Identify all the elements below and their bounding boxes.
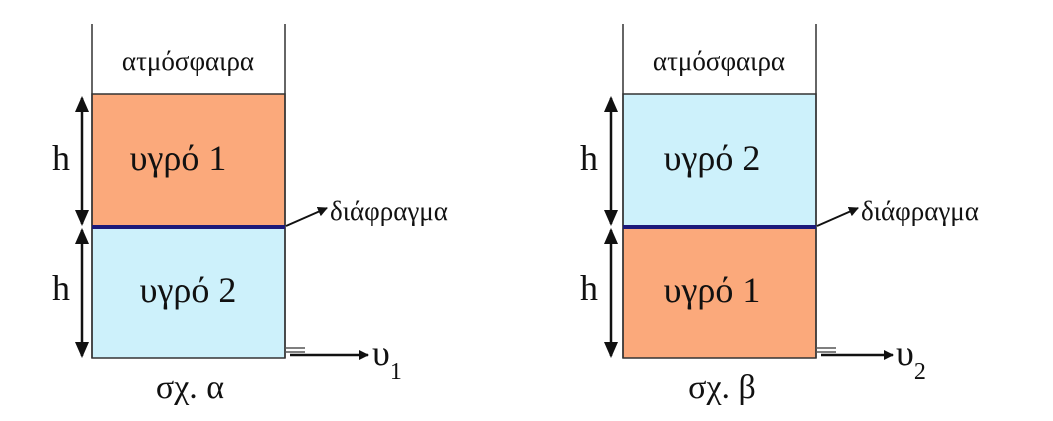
top-liquid-label: υγρό 1 xyxy=(130,138,227,178)
height-arrow-bottom xyxy=(604,228,618,358)
figure-b: ατμόσφαιρα υγρό 2 υγρό 1 h h διάφραγμα υ… xyxy=(580,24,979,406)
velocity-label: υ1 xyxy=(372,333,402,385)
height-label-bottom: h xyxy=(580,268,598,308)
bottom-liquid-label: υγρό 2 xyxy=(140,270,237,310)
outlet-pipe xyxy=(816,347,836,353)
figure-a: ατμόσφαιρα υγρό 1 υγρό 2 h h διάφραγμα υ… xyxy=(52,24,448,406)
height-label-top: h xyxy=(580,138,598,178)
height-arrow-top xyxy=(604,96,618,226)
height-label-bottom: h xyxy=(52,268,70,308)
diaphragm-pointer-arrow xyxy=(816,207,859,227)
top-liquid-region xyxy=(622,93,817,227)
diaphragm-label: διάφραγμα xyxy=(861,196,979,226)
velocity-label: υ2 xyxy=(896,333,926,385)
bottom-liquid-label: υγρό 1 xyxy=(664,270,761,310)
diaphragm-label: διάφραγμα xyxy=(330,196,448,226)
outlet-pipe xyxy=(285,347,305,353)
diaphragm-pointer-arrow xyxy=(285,207,328,227)
height-arrow-bottom xyxy=(75,228,89,358)
height-label-top: h xyxy=(52,138,70,178)
figure-caption: σχ. α xyxy=(156,369,224,406)
atmosphere-label: ατμόσφαιρα xyxy=(122,46,254,76)
top-liquid-label: υγρό 2 xyxy=(664,138,761,178)
height-arrow-top xyxy=(75,96,89,226)
top-liquid-region xyxy=(91,93,286,227)
figure-caption: σχ. β xyxy=(688,369,756,406)
atmosphere-label: ατμόσφαιρα xyxy=(653,46,785,76)
bottom-liquid-region xyxy=(91,227,286,359)
